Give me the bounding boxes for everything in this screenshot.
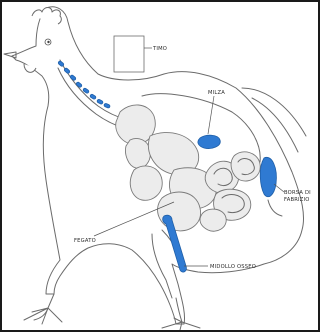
heart (130, 166, 162, 200)
gizzard (158, 192, 201, 231)
label-timo: TIMO (152, 46, 167, 52)
label-milza: MILZA (208, 90, 225, 96)
thymus-callout-box (114, 36, 144, 72)
label-fegato: FEGATO (74, 238, 96, 244)
chicken-anatomy-diagram: .outline { fill: none; stroke: #6b6b6b; … (2, 2, 318, 330)
label-borsa-line2: FABRIZIO (284, 197, 310, 203)
pupil (47, 41, 49, 43)
label-midollo: MIDOLLO OSSEO (210, 264, 256, 270)
spleen (198, 135, 220, 148)
label-borsa-line1: BORSA DI (284, 190, 311, 196)
bursa-of-fabricius (260, 157, 276, 196)
shank-front (34, 294, 54, 320)
